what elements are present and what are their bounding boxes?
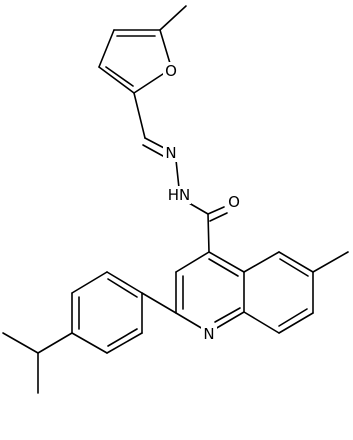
bond-ph-c4-c5	[71, 332, 108, 354]
bond-q-c8-c8a	[243, 311, 280, 334]
atom-furan-oxygen: O	[163, 62, 179, 80]
bond-q-c7-c8	[278, 312, 314, 334]
bond-q-n1-c8a	[214, 311, 245, 330]
bond-ph-c1-c2	[106, 271, 143, 294]
bond-q-c5-c6-double	[279, 258, 309, 277]
bond-furan-ch	[133, 92, 146, 139]
atom-quinoline-nitrogen: N	[201, 325, 217, 343]
bond-isopropyl-methyl-left	[2, 332, 39, 354]
bonds	[2, 5, 349, 394]
bond-q-c2-phenyl	[141, 292, 177, 314]
bond-q-c4a-c5	[243, 251, 280, 273]
bond-ph-c1-c2-double	[107, 278, 138, 298]
bond-q-c4-c3	[175, 251, 210, 273]
bond-n-nh	[175, 159, 180, 189]
bond-carbonyl-o	[207, 206, 225, 215]
bond-ch-n-double	[142, 144, 164, 157]
atom-label-carbonyl-oxygen: O	[228, 193, 240, 211]
atom-label-furan-oxygen: O	[165, 62, 177, 80]
bond-ph-c5-c6-double	[107, 328, 138, 347]
bond-q-c4a-c4-double	[208, 258, 239, 277]
bond-q-c2-n1	[175, 312, 204, 330]
bond-ph-c5-c6	[106, 332, 143, 354]
bond-furan-c3-c2-double	[105, 66, 134, 87]
bond-ch-n	[144, 137, 167, 150]
atom-label-quinoline-nitrogen: N	[203, 325, 214, 343]
bond-nh-carbonyl	[188, 202, 209, 215]
bond-q-c4a-c4	[208, 251, 245, 273]
bond-q-c7-c8-double	[278, 308, 308, 327]
bond-q-n1-c8a-double	[214, 307, 241, 323]
bond-furan-c3-c2	[98, 66, 135, 94]
bond-ph-isopropyl	[37, 332, 73, 354]
bond-q-c6-methyl	[312, 251, 349, 273]
atom-label-imine-nitrogen: N	[165, 144, 176, 162]
bond-carbonyl-o-double	[209, 212, 228, 222]
bond-q-c5-c6	[278, 251, 314, 273]
bond-ph-c2-c3	[71, 271, 108, 294]
atom-amide-nitrogen: HN	[167, 186, 191, 204]
bond-furan-c4-c3	[98, 29, 115, 68]
bond-carbonyl-c4	[207, 213, 210, 253]
atom-label-amide-nitrogen: HN	[168, 186, 191, 204]
atom-labels: O N HN O N	[163, 62, 242, 343]
bond-furan-methyl	[159, 5, 187, 31]
bond-furan-c2-o	[133, 71, 167, 94]
atom-carbonyl-oxygen: O	[226, 193, 242, 211]
atom-imine-nitrogen: N	[163, 144, 179, 162]
